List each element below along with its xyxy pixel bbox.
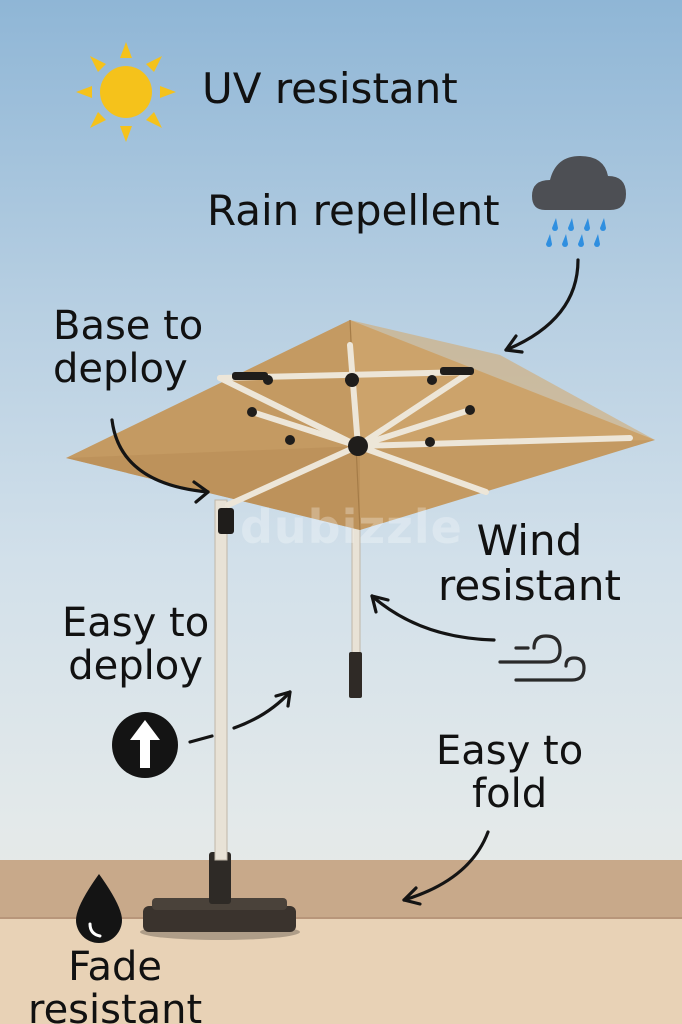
fade-label-line2: resistant xyxy=(28,987,203,1024)
easy-to-fold-label: Easy to fold xyxy=(436,728,584,818)
up-arrow-icon xyxy=(112,712,178,778)
wind-label-line1: Wind xyxy=(476,516,583,565)
deploy-pointer-arrow xyxy=(232,690,292,730)
sun-icon xyxy=(76,42,176,142)
easy-to-deploy-label: Easy to deploy xyxy=(62,600,210,690)
wind-resistant-label: Wind resistant xyxy=(438,518,621,609)
canopy-ribs xyxy=(217,342,633,508)
wind-pointer-arrow xyxy=(370,594,496,642)
fold-label-line2: fold xyxy=(472,771,548,818)
pole-handle xyxy=(349,652,362,698)
fade-label-line1: Fade xyxy=(68,944,163,990)
rain-repellent-label: Rain repellent xyxy=(207,186,500,235)
base-label-line1: Base to xyxy=(53,303,204,349)
rain-pointer-arrow xyxy=(504,258,580,352)
fold-label-line1: Easy to xyxy=(436,728,584,774)
pointer-arrows xyxy=(110,258,580,906)
base-label-line2: deploy xyxy=(53,346,188,393)
deploy-label-line2: deploy xyxy=(68,643,203,690)
base-pointer-arrow xyxy=(110,418,210,494)
watermark: dubizzle xyxy=(240,500,463,554)
fade-resistant-label: Fade resistant xyxy=(28,944,203,1024)
wind-icon xyxy=(498,634,586,682)
water-drop-icon xyxy=(76,874,122,943)
fold-pointer-arrow xyxy=(402,830,490,902)
base-to-deploy-label: Base to deploy xyxy=(53,303,204,393)
deploy-label-line1: Easy to xyxy=(62,600,210,646)
uv-resistant-label: UV resistant xyxy=(202,64,458,113)
umbrella-pole xyxy=(214,499,228,861)
rib-joints xyxy=(218,367,475,534)
rain-cloud-icon xyxy=(532,156,626,247)
umbrella-canopy xyxy=(66,319,655,531)
wind-label-line2: resistant xyxy=(438,561,621,611)
umbrella-base xyxy=(140,852,300,940)
deploy-pointer-dash xyxy=(188,734,214,744)
